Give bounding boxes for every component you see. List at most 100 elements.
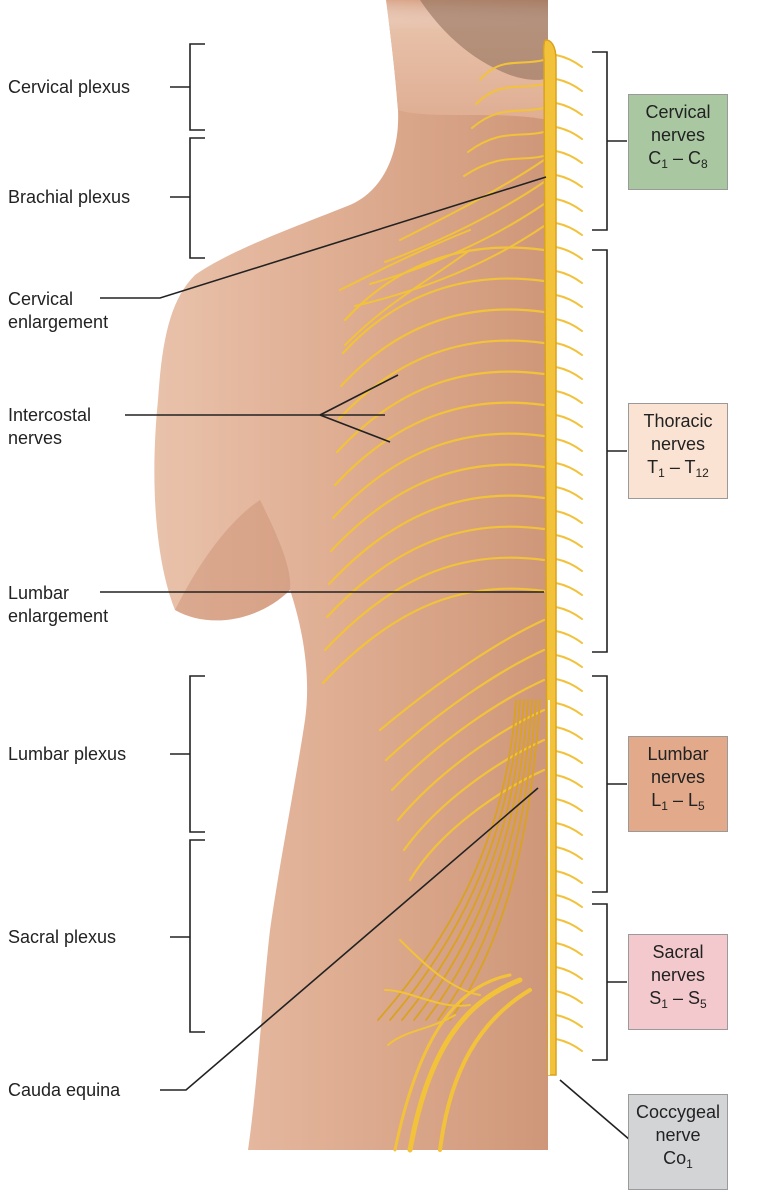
label-intercostal-line1: Intercostal [8, 405, 92, 425]
box-thoracic-range: T1 – T12 [647, 457, 709, 480]
cauda-strand [425, 699, 533, 1021]
nerve-stub-right [555, 654, 583, 668]
lumbar-branch [396, 708, 546, 822]
box-sacral-nerves: Sacral nerves S1 – S5 [628, 934, 728, 1030]
box-cervical-range: C1 – C8 [648, 148, 708, 171]
box-thoracic-line2: nerves [650, 434, 706, 454]
box-sacral-range: S1 – S5 [649, 988, 707, 1011]
sacral-branch [387, 1014, 456, 1046]
box-sacral-line2: nerves [650, 965, 706, 985]
nerve-stub-right [555, 630, 583, 644]
nerve-stub-right [555, 918, 583, 932]
nerve-stub-right [555, 582, 583, 596]
nerve-stub-right [555, 774, 583, 788]
lumbar-branch [390, 678, 546, 792]
box-sacral-line1: Sacral [652, 942, 704, 962]
label-cervical-enlargement: Cervical enlargement [8, 288, 108, 334]
nerve-stub-right [555, 318, 583, 332]
label-cervical-enlargement-line2: enlargement [8, 312, 109, 332]
nerve-stub-right [555, 102, 583, 116]
box-cervical-line2: nerves [650, 125, 706, 145]
nerve-stub-right [555, 390, 583, 404]
nerve-stub-right [555, 246, 583, 260]
nerve-stub-right [555, 1038, 583, 1052]
label-sacral-plexus: Sacral plexus [8, 927, 117, 947]
spinal-nerves [321, 54, 583, 1153]
nerve-stub-right [555, 726, 583, 740]
box-lumbar-line1: Lumbar [647, 744, 709, 764]
cervical-branch [463, 155, 545, 177]
box-thoracic-line1: Thoracic [643, 411, 713, 431]
brachial-branch [339, 229, 471, 291]
nerve-stub-right [555, 222, 583, 236]
sacral-branch [384, 989, 471, 1007]
sacral-branch [399, 939, 481, 996]
leader-lines [100, 176, 631, 1141]
intercostal-nerve [339, 308, 546, 388]
box-lumbar-line2: nerves [650, 767, 706, 787]
intercostal-nerve [335, 370, 546, 454]
hairline [420, 0, 548, 80]
nerve-stub-right [555, 966, 583, 980]
nerve-stub-right [555, 750, 583, 764]
cauda-strand [437, 699, 537, 1021]
label-cauda-equina: Cauda equina [8, 1080, 121, 1100]
cervical-branch [475, 83, 545, 105]
cervical-branch [479, 59, 545, 81]
box-cervical-nerves: Cervical nerves C1 – C8 [628, 94, 728, 190]
intercostal-nerve [325, 525, 546, 619]
intercostal-nerve [327, 494, 546, 586]
cauda-strand [377, 699, 517, 1021]
nerve-stub-right [555, 414, 583, 428]
intercostal-nerve [341, 277, 546, 355]
nerve-stub-right [555, 174, 583, 188]
nerve-stub-right [555, 438, 583, 452]
box-coccygeal-line1: Coccygeal [635, 1102, 721, 1122]
nerve-stub-right [555, 342, 583, 356]
label-lumbar-enlargement-line2: enlargement [8, 606, 109, 626]
nerve-stub-right [555, 942, 583, 956]
nerve-stub-right [555, 54, 583, 68]
cauda-strand [401, 699, 525, 1021]
cervical-branch [467, 131, 545, 153]
spinal-cord [542, 39, 557, 1076]
label-lumbar-plexus: Lumbar plexus [8, 744, 127, 764]
nerve-stub-right [555, 126, 583, 140]
nerve-stub-right [555, 366, 583, 380]
label-intercostal-line2: nerves [8, 428, 63, 448]
box-coccygeal-nerve: Coccygeal nerve Co1 [628, 1094, 728, 1190]
intercostal-nerve [329, 463, 546, 553]
cervical-branch [471, 107, 545, 129]
box-lumbar-range: L1 – L5 [651, 790, 705, 813]
brachial-branch [369, 203, 545, 285]
intercostal-nerve [333, 401, 546, 487]
nerve-stub-right [555, 198, 583, 212]
intercostal-nerve [323, 556, 546, 652]
nerve-stub-right [555, 150, 583, 164]
brachial-branch [344, 249, 471, 346]
label-intercostal-nerves: Intercostal nerves [8, 404, 91, 450]
brachial-branch [384, 181, 545, 263]
nerve-stub-right [555, 870, 583, 884]
nerve-stub-right [555, 822, 583, 836]
box-cervical-line1: Cervical [645, 102, 711, 122]
nerve-stub-right [555, 78, 583, 92]
lumbar-branch [384, 648, 546, 762]
nerve-stub-right [555, 510, 583, 524]
back-body [154, 0, 548, 1150]
label-lumbar-enlargement: Lumbar enlargement [8, 582, 108, 628]
nerve-stub-right [555, 462, 583, 476]
nerve-stub-right [555, 294, 583, 308]
nerve-stub-right [555, 534, 583, 548]
left-brackets [170, 43, 205, 1033]
cauda-strand [389, 699, 521, 1021]
cauda-strand [449, 699, 541, 1021]
intercostal-nerve [337, 339, 546, 421]
intercostal-nerve [321, 587, 546, 685]
nerve-stub-right [555, 846, 583, 860]
nerve-stub-right [555, 894, 583, 908]
box-coccygeal-line2: nerve [655, 1125, 701, 1145]
nerve-stub-right [555, 606, 583, 620]
